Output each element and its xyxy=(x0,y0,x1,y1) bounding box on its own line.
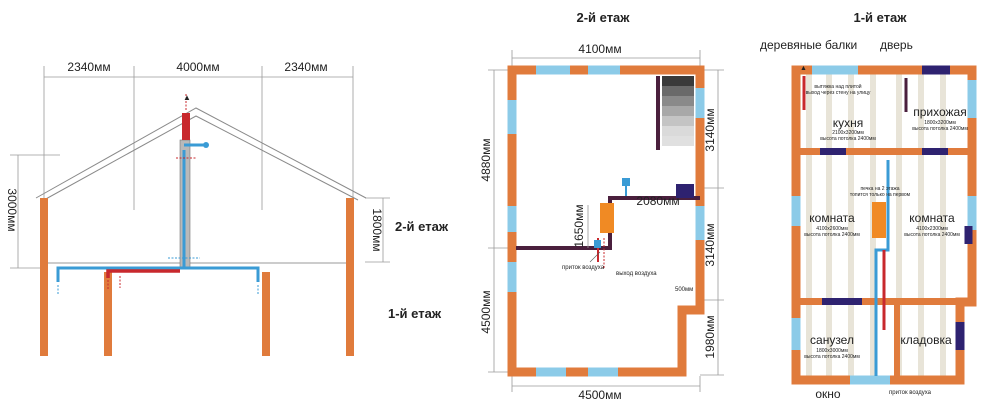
floor2-windows xyxy=(507,65,705,377)
floor2-walls xyxy=(507,65,705,377)
kitchen-exhaust-arrow-icon: ▲ xyxy=(800,65,807,72)
floor1-stove xyxy=(872,202,886,238)
floor2-duct-node xyxy=(594,240,601,248)
room-left-name: комната xyxy=(809,211,855,225)
section-dim-height: 3000мм xyxy=(5,188,19,231)
section-left-dimension xyxy=(10,154,60,269)
window-label: окно xyxy=(815,387,841,401)
section-dim-right: 2340мм xyxy=(284,60,327,74)
hood-note-1: вытяжка над плитой xyxy=(814,83,861,90)
section-exhaust-duct xyxy=(106,113,188,278)
floor2-dim-left-lower: 4500мм xyxy=(479,290,493,333)
floor1-supply-label: приток воздуха xyxy=(889,390,932,396)
section-dim-left: 2340мм xyxy=(67,60,110,74)
kitchen-name: кухня xyxy=(833,116,864,130)
floor2-dim-right-2: 3140мм xyxy=(703,223,717,266)
floor2-dim-right-1: 3140мм xyxy=(703,108,717,151)
section-dim-upper: 1800мм xyxy=(370,208,384,251)
stove-note-2: топится только на первом xyxy=(850,192,911,198)
kitchen-size: 2100х3200мм xyxy=(832,130,864,136)
door-label: дверь xyxy=(880,38,913,52)
section-supply-outlet xyxy=(203,142,209,148)
room-left-ceiling: высота потолка 2400мм xyxy=(804,232,860,238)
floor2-stove xyxy=(600,203,614,233)
stove-note-1: печка на 2 этажа xyxy=(860,186,899,192)
section-supply-duct xyxy=(56,143,260,282)
exhaust-up-arrow-icon: ▲ xyxy=(183,93,191,102)
bathroom-size: 1800х3000мм xyxy=(816,348,848,354)
floor1-title: 1-й етаж xyxy=(853,10,907,25)
hood-note-2: выход через стену на улицу xyxy=(806,90,871,96)
kitchen-ceiling: высота потолка 2400мм xyxy=(820,136,876,142)
section-floor2-label: 2-й етаж xyxy=(395,219,449,234)
floor2-title: 2-й етаж xyxy=(576,10,630,25)
floor2-dim-top: 4100мм xyxy=(578,42,621,56)
exhaust-arrows xyxy=(107,94,196,290)
room-right-ceiling: высота потолка 2400мм xyxy=(904,232,960,238)
bathroom-ceiling: высота потолка 2400мм xyxy=(804,354,860,360)
supply-leader xyxy=(589,251,601,263)
room-right-name: комната xyxy=(909,211,955,225)
floor2-dim-right-3: 1980мм xyxy=(703,315,717,358)
section-floor1-label: 1-й етаж xyxy=(388,306,442,321)
exhaust-stack xyxy=(182,113,190,140)
roof-outline xyxy=(35,107,367,201)
storage-name: кладовка xyxy=(900,333,952,347)
floor2-door xyxy=(676,184,694,198)
section-top-dimension xyxy=(43,66,354,210)
room-left-size: 4100х2600мм xyxy=(816,226,848,232)
floor2-supply-label: приток воздуха xyxy=(562,265,605,271)
floor1-doors xyxy=(820,65,973,350)
floor2-dim-duct-width: 2080мм xyxy=(636,194,679,208)
floor2-dim-duct-height: 1650мм xyxy=(572,204,586,247)
hall-ceiling: высота потолка 2400мм xyxy=(912,126,968,132)
supply-arrows xyxy=(57,257,259,295)
section-dim-center: 4000мм xyxy=(176,60,219,74)
section-view: 2340мм 4000мм 2340мм 3000мм 1800мм xyxy=(5,60,449,356)
floor2-exhaust-label: выход воздуха xyxy=(616,271,657,277)
floor1-plan: 1-й етаж деревяные балки дверь xyxy=(760,10,977,401)
section-walls xyxy=(40,198,354,356)
floor2-bottom-dimension xyxy=(511,376,701,392)
section-right-dimension xyxy=(365,197,390,263)
bathroom-name: санузел xyxy=(810,333,854,347)
floor2-notch-label: 500мм xyxy=(675,287,693,293)
floor2-dim-left-upper: 4880мм xyxy=(479,138,493,181)
floor2-plan: 2-й етаж 4100мм 4500мм 4880мм 4500мм xyxy=(479,10,724,402)
staircase xyxy=(662,76,694,146)
floor1-windows xyxy=(791,65,977,385)
floor2-dim-bottom: 4500мм xyxy=(578,388,621,402)
hall-size: 1800х3200мм xyxy=(924,120,956,126)
beams-label: деревяные балки xyxy=(760,38,857,52)
room-right-size: 4100х2300мм xyxy=(916,226,948,232)
floor2-supply-outlet xyxy=(622,178,630,186)
hall-name: прихожая xyxy=(913,105,966,119)
floor1-supply-duct xyxy=(874,160,890,376)
